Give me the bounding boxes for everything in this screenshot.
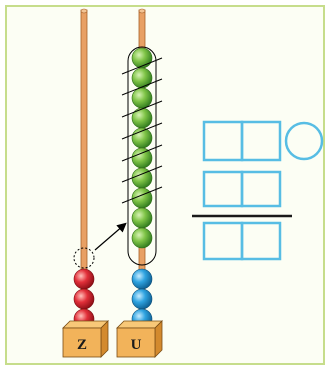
strikethrough bbox=[121, 144, 163, 162]
answer-box[interactable] bbox=[240, 221, 282, 261]
rod-u: U bbox=[116, 8, 163, 358]
bead-red bbox=[73, 288, 95, 310]
worksheet-card bbox=[5, 5, 325, 365]
rod-z: Z bbox=[62, 8, 109, 358]
answer-box[interactable] bbox=[202, 170, 244, 208]
strikethrough bbox=[121, 57, 163, 75]
answer-box[interactable] bbox=[240, 120, 282, 162]
rod-label-u: U bbox=[131, 337, 142, 353]
bead-green bbox=[131, 147, 153, 169]
bead-green bbox=[131, 87, 153, 109]
bead-green bbox=[131, 67, 153, 89]
answer-box[interactable] bbox=[240, 170, 282, 208]
answer-circle[interactable] bbox=[284, 121, 324, 161]
blue-beads bbox=[131, 268, 153, 330]
answer-box[interactable] bbox=[202, 120, 244, 162]
answer-row-3 bbox=[202, 221, 282, 261]
strikethrough-lines bbox=[121, 57, 163, 204]
green-beads bbox=[131, 47, 153, 249]
carry-arrow bbox=[94, 222, 127, 251]
strikethrough bbox=[121, 100, 163, 118]
bead-blue bbox=[131, 268, 153, 290]
base-z bbox=[62, 327, 102, 358]
answer-box[interactable] bbox=[202, 221, 244, 261]
bead-green bbox=[131, 47, 153, 69]
bead-green bbox=[131, 227, 153, 249]
strikethrough bbox=[121, 165, 163, 183]
answer-row-2 bbox=[202, 170, 282, 208]
ten-group-outline bbox=[127, 46, 157, 266]
bead-green bbox=[131, 207, 153, 229]
rod-label-z: Z bbox=[77, 337, 87, 353]
answer-row-1 bbox=[202, 120, 324, 162]
strikethrough bbox=[121, 186, 163, 204]
answer-area bbox=[192, 120, 324, 261]
base-u bbox=[116, 327, 156, 358]
strikethrough bbox=[121, 122, 163, 140]
bead-red bbox=[73, 268, 95, 290]
moved-bead-placeholder bbox=[73, 247, 95, 269]
bead-green bbox=[131, 107, 153, 129]
strikethrough bbox=[121, 78, 163, 96]
bead-blue bbox=[131, 288, 153, 310]
